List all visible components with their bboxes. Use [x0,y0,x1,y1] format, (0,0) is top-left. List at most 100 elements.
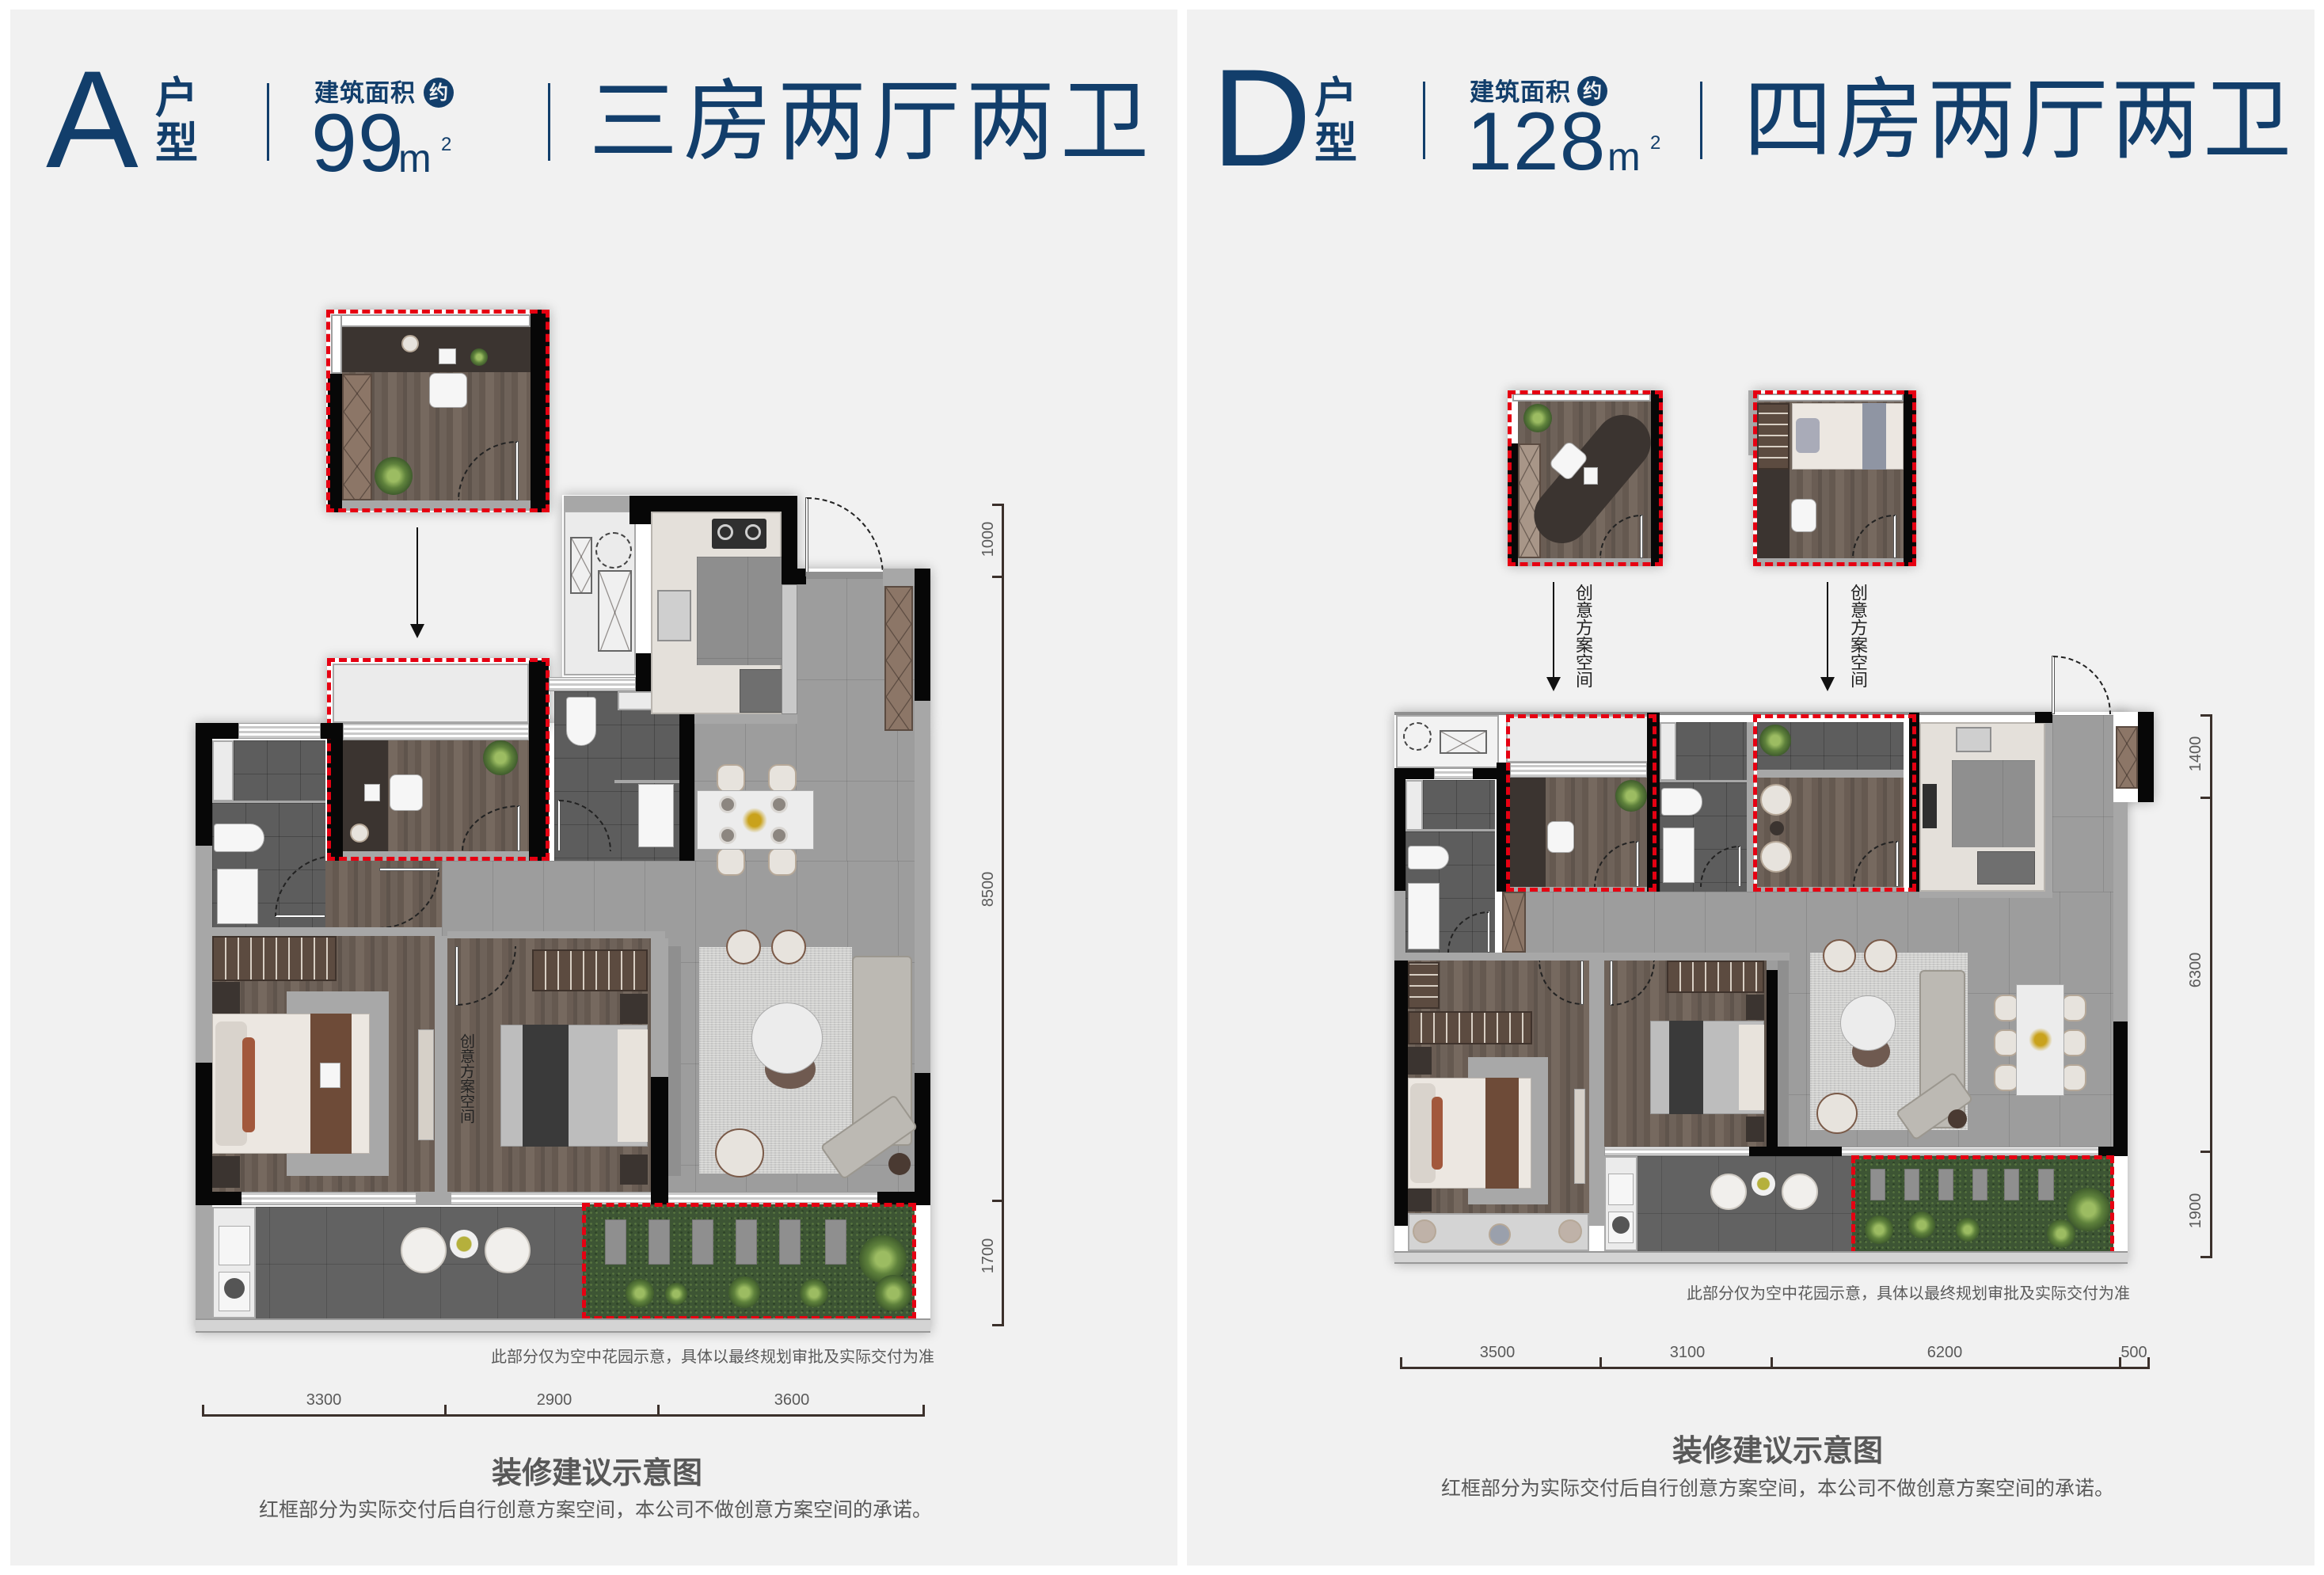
sink-icon [1956,727,1991,752]
wall [564,496,629,512]
wardrobe [1408,962,1440,1009]
dimension-tick [1599,1357,1602,1369]
unit-type-char: 型 [155,118,198,168]
accent-chair [1816,1093,1858,1134]
window-frame [331,314,342,374]
creative-space-frame [582,1203,916,1320]
balcony-railing [196,1318,930,1333]
dimension-tick [992,576,1004,578]
creative-space-label: 创意方案空间 [1847,584,1867,688]
unit-type-char: 户 [1314,73,1357,123]
header-divider [548,83,550,161]
laptop [1584,467,1598,485]
wall [212,927,442,936]
balcony-railing [1394,1251,2128,1264]
plant-icon [1865,1215,1893,1244]
washbasin-icon [1663,827,1695,883]
wall [915,569,930,701]
glass-partition [212,801,325,804]
stool [771,930,806,964]
arrow-down-icon [416,527,418,626]
tv-cabinet [418,1029,434,1140]
shower-glass [614,780,679,783]
creative-space-frame [326,310,550,512]
creative-space-frame [1506,714,1656,892]
plant-icon [800,1279,828,1307]
lounge-chair [1413,1219,1436,1243]
lounge-chair [1489,1223,1511,1246]
wall [2045,722,2052,892]
plate-icon [770,827,788,844]
area-value: 128 [1466,96,1607,188]
lounge-chair [485,1227,531,1273]
door-sill [342,500,531,511]
laptop [439,348,456,364]
nightstand [212,1156,240,1188]
nightstand [1746,995,1764,1020]
glass-partition [1660,780,1747,783]
dimension-tick [2200,714,2212,717]
shoe-cabinet [884,586,913,731]
unit-type-char: 型 [1314,118,1357,168]
lounge-chair [1782,1174,1818,1210]
creative-space-frame [1508,390,1663,566]
wall [1405,953,1790,961]
dimension-value: 1900 [2187,1193,2204,1229]
lounge-chair [1760,784,1792,816]
toilet-icon [1661,788,1702,816]
storage-unit [570,537,592,594]
area-unit-superscript: 2 [1650,132,1661,154]
bed-runner [1485,1078,1519,1189]
wall [651,1192,668,1205]
wall [447,931,665,938]
plant-icon [1759,725,1791,756]
side-table [1948,1109,1967,1128]
area-value: 99 [311,97,405,189]
dimension-value: 3100 [1669,1344,1706,1361]
dining-chair [1994,1064,2019,1091]
dimension-tick [1771,1357,1773,1369]
stepping-stone [779,1219,801,1265]
dimension-value: 3500 [1479,1344,1516,1361]
dining-chair [717,847,745,876]
creative-space-frame [1851,1155,2114,1255]
caption-disclaimer: 红框部分为实际交付后自行创意方案空间，本公司不做创意方案空间的承诺。 [258,1498,932,1521]
bath-vanity-column [1405,780,1423,831]
utility-sink [1608,1174,1634,1205]
stool [1823,939,1856,972]
study-balcony [333,664,529,723]
stepping-stone [736,1219,757,1265]
plant-icon [859,1235,907,1283]
dimension-value: 6200 [1927,1344,1963,1361]
study-window [1510,763,1647,778]
wall [877,1192,930,1205]
wall [629,496,651,524]
plant-icon [483,740,518,775]
cabinet [342,374,372,500]
dimension-value: 6300 [2187,952,2204,988]
washer-door [224,1278,245,1299]
dimension-tick [657,1405,660,1417]
pillows [215,1021,247,1146]
dining-chair [768,847,797,876]
wall [1919,892,2052,898]
sink-icon [657,590,691,641]
wardrobe [1757,403,1790,470]
wall [196,1192,242,1205]
wall [1747,722,1754,892]
dining-chair [2061,1064,2086,1091]
dimension-value: 8500 [979,871,997,907]
laptop [364,784,380,801]
dimension-tick [922,1405,925,1417]
nightstand [620,994,648,1024]
chair [429,373,467,408]
area-label: 建筑面积 [314,79,416,108]
flower-centerpiece-icon [2029,1028,2052,1052]
pillow-accent [242,1037,255,1132]
tray [320,1063,340,1088]
plant-icon [1523,404,1552,432]
wall [651,1077,668,1196]
stepping-stone [1938,1169,1953,1200]
plate-icon [719,796,736,813]
dimension-value: 3600 [774,1391,810,1409]
